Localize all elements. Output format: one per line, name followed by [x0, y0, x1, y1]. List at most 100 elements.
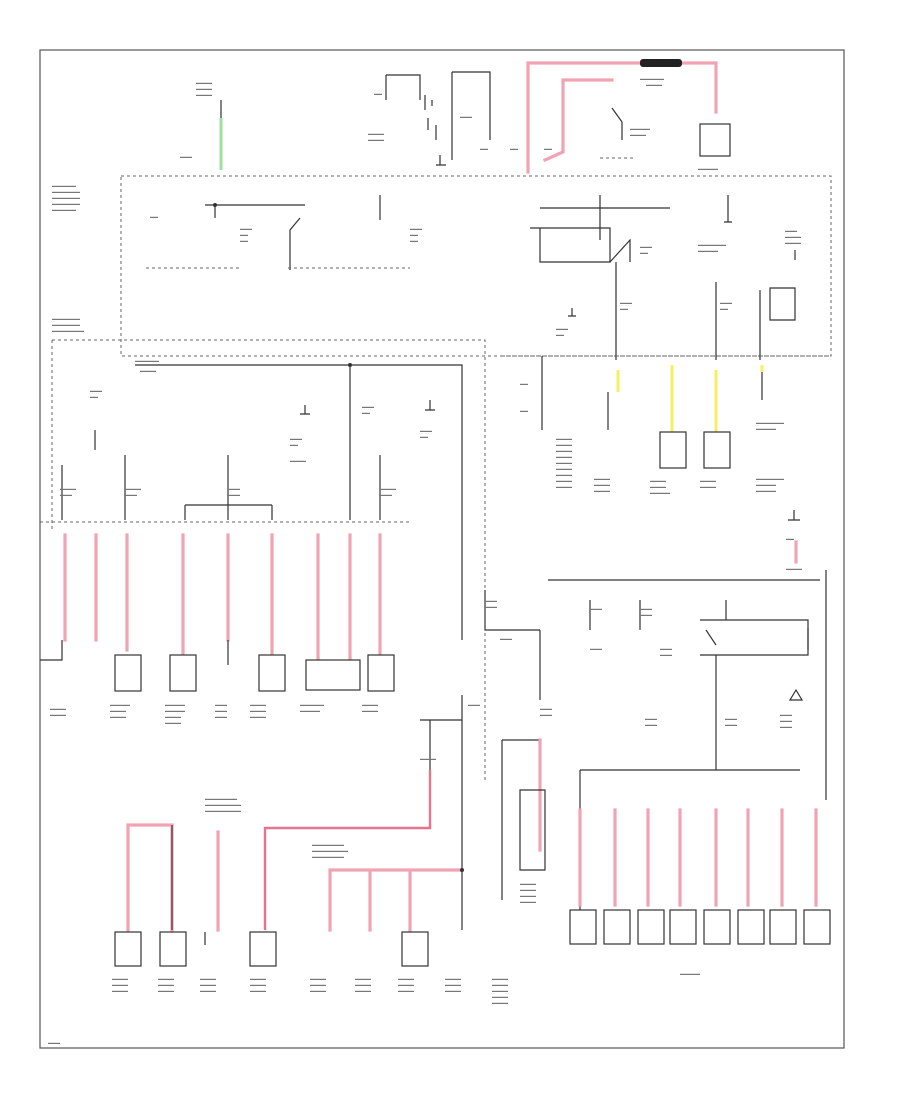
- svg-text:▬▬: ▬▬: [90, 394, 98, 399]
- svg-text:▬▬: ▬▬: [150, 214, 158, 219]
- svg-text:▬▬▬▬: ▬▬▬▬: [520, 899, 536, 904]
- svg-text:▬▬▬: ▬▬▬: [240, 226, 252, 231]
- svg-text:▬▬▬▬: ▬▬▬▬: [112, 982, 128, 987]
- svg-text:▬▬▬▬: ▬▬▬▬: [650, 478, 666, 483]
- svg-text:▬▬▬: ▬▬▬: [725, 716, 737, 721]
- svg-text:▬▬: ▬▬: [420, 434, 428, 439]
- svg-text:▬▬▬: ▬▬▬: [228, 486, 240, 491]
- svg-text:▬▬▬▬: ▬▬▬▬: [420, 756, 436, 761]
- svg-text:▬▬▬: ▬▬▬: [780, 712, 792, 717]
- svg-text:▬▬▬▬▬▬▬: ▬▬▬▬▬▬▬: [52, 195, 80, 200]
- svg-text:▬▬▬: ▬▬▬: [290, 436, 302, 441]
- svg-text:▬▬▬▬: ▬▬▬▬: [594, 476, 610, 481]
- svg-text:▬▬▬▬: ▬▬▬▬: [520, 881, 536, 886]
- svg-text:▬▬▬: ▬▬▬: [725, 722, 737, 727]
- svg-text:▬▬▬▬: ▬▬▬▬: [700, 484, 716, 489]
- svg-text:▬▬▬: ▬▬▬: [215, 714, 227, 719]
- svg-text:▬▬▬▬▬▬▬▬: ▬▬▬▬▬▬▬▬: [52, 328, 84, 333]
- svg-text:▬▬▬: ▬▬▬: [620, 300, 632, 305]
- svg-text:▬▬▬▬: ▬▬▬▬: [158, 976, 174, 981]
- svg-text:▬▬: ▬▬: [544, 146, 552, 151]
- svg-text:▬▬▬▬▬: ▬▬▬▬▬: [650, 490, 670, 495]
- top-section: ▬▬▬▬ ▬▬▬▬ ▬▬▬▬ ▬▬▬ ▬▬ ▬▬▬▬ ▬▬▬▬ ▬▬▬ ▬▬ ▬…: [52, 59, 832, 360]
- svg-text:▬▬▬▬: ▬▬▬▬: [200, 976, 216, 981]
- svg-text:▬▬▬▬▬▬▬: ▬▬▬▬▬▬▬: [52, 322, 80, 327]
- svg-text:▬▬▬▬▬▬▬▬▬: ▬▬▬▬▬▬▬▬▬: [312, 848, 348, 853]
- svg-text:▬▬▬▬: ▬▬▬▬: [112, 988, 128, 993]
- svg-text:▬▬▬▬: ▬▬▬▬: [250, 988, 266, 993]
- svg-text:▬▬▬: ▬▬▬: [720, 300, 732, 305]
- svg-text:▬▬▬▬: ▬▬▬▬: [110, 714, 126, 719]
- svg-text:▬▬▬▬▬▬▬▬: ▬▬▬▬▬▬▬▬: [312, 842, 344, 847]
- svg-text:▬▬▬▬▬: ▬▬▬▬▬: [110, 702, 130, 707]
- svg-text:▬▬▬▬: ▬▬▬▬: [556, 436, 572, 441]
- svg-text:▬▬▬▬: ▬▬▬▬: [355, 982, 371, 987]
- svg-text:▬▬▬: ▬▬▬: [215, 708, 227, 713]
- svg-text:▬▬▬▬: ▬▬▬▬: [250, 702, 266, 707]
- svg-text:▬▬▬: ▬▬▬: [640, 244, 652, 249]
- svg-text:▬▬▬▬: ▬▬▬▬: [594, 488, 610, 493]
- svg-text:▬▬▬▬: ▬▬▬▬: [310, 988, 326, 993]
- svg-text:▬▬: ▬▬: [786, 536, 794, 541]
- svg-text:▬▬▬▬▬▬: ▬▬▬▬▬▬: [135, 358, 159, 363]
- svg-text:▬▬▬▬▬: ▬▬▬▬▬: [698, 166, 718, 171]
- svg-text:▬▬▬▬: ▬▬▬▬: [650, 484, 666, 489]
- svg-text:▬▬▬▬: ▬▬▬▬: [520, 887, 536, 892]
- svg-text:▬▬▬: ▬▬▬: [362, 404, 374, 409]
- svg-text:▬▬▬▬: ▬▬▬▬: [398, 982, 414, 987]
- svg-text:▬▬▬▬: ▬▬▬▬: [158, 988, 174, 993]
- svg-text:▬▬▬▬: ▬▬▬▬: [556, 442, 572, 447]
- svg-text:▬▬▬: ▬▬▬: [125, 492, 137, 497]
- svg-text:▬▬: ▬▬: [290, 442, 298, 447]
- middle-left-section: ▬▬▬▬▬▬▬ ▬▬▬▬▬▬▬ ▬▬▬▬▬▬▬▬ ▬▬▬▬▬▬ ▬▬▬▬ ▬▬▬…: [40, 316, 486, 780]
- svg-text:▬▬: ▬▬: [520, 381, 528, 386]
- svg-text:▬▬▬▬: ▬▬▬▬: [556, 460, 572, 465]
- svg-text:▬▬▬▬▬: ▬▬▬▬▬: [165, 702, 185, 707]
- svg-text:▬▬▬▬: ▬▬▬▬: [556, 454, 572, 459]
- svg-text:▬▬▬▬: ▬▬▬▬: [594, 482, 610, 487]
- svg-text:▬▬▬▬▬: ▬▬▬▬▬: [756, 482, 776, 487]
- svg-text:▬▬▬▬: ▬▬▬▬: [50, 706, 66, 711]
- svg-text:▬▬▬: ▬▬▬: [485, 604, 497, 609]
- svg-text:▬▬▬▬: ▬▬▬▬: [380, 486, 396, 491]
- svg-text:▬▬▬: ▬▬▬: [215, 702, 227, 707]
- svg-text:▬▬▬▬: ▬▬▬▬: [355, 988, 371, 993]
- svg-text:▬▬▬: ▬▬▬: [660, 652, 672, 657]
- svg-text:▬▬▬▬: ▬▬▬▬: [700, 478, 716, 483]
- svg-text:▬▬: ▬▬: [240, 232, 248, 237]
- svg-text:▬▬▬▬▬▬▬: ▬▬▬▬▬▬▬: [52, 201, 80, 206]
- coil-wire-a: [126, 823, 174, 932]
- svg-text:▬▬▬▬: ▬▬▬▬: [165, 720, 181, 725]
- svg-text:▬▬▬: ▬▬▬: [640, 606, 652, 611]
- svg-text:▬▬▬: ▬▬▬: [540, 712, 552, 717]
- svg-text:▬▬▬▬: ▬▬▬▬: [196, 92, 212, 97]
- svg-text:▬▬▬▬▬▬▬: ▬▬▬▬▬▬▬: [52, 189, 80, 194]
- svg-text:▬▬▬▬: ▬▬▬▬: [445, 988, 461, 993]
- svg-text:▬▬▬▬: ▬▬▬▬: [556, 478, 572, 483]
- svg-text:▬▬▬: ▬▬▬: [60, 492, 72, 497]
- svg-text:▬▬: ▬▬: [556, 332, 564, 337]
- svg-text:▬▬▬▬▬▬▬▬▬: ▬▬▬▬▬▬▬▬▬: [205, 802, 241, 807]
- svg-text:▬▬▬▬▬▬: ▬▬▬▬▬▬: [640, 76, 664, 81]
- svg-text:▬▬▬▬▬▬: ▬▬▬▬▬▬: [52, 183, 76, 188]
- svg-text:▬▬▬: ▬▬▬: [780, 718, 792, 723]
- svg-text:▬▬▬▬: ▬▬▬▬: [362, 708, 378, 713]
- svg-text:▬▬▬: ▬▬▬: [660, 646, 672, 651]
- middle-right-section: ▬▬ ▬▬ ▬▬▬▬ ▬▬▬▬ ▬▬▬▬ ▬▬▬▬ ▬▬▬▬ ▬▬▬▬ ▬▬▬▬…: [520, 356, 802, 571]
- svg-text:▬▬▬▬▬▬▬▬: ▬▬▬▬▬▬▬▬: [312, 854, 344, 859]
- svg-text:▬▬▬: ▬▬▬: [460, 114, 472, 119]
- svg-text:▬▬: ▬▬: [410, 238, 418, 243]
- svg-text:▬▬▬▬: ▬▬▬▬: [556, 484, 572, 489]
- svg-text:▬▬▬▬: ▬▬▬▬: [368, 131, 384, 136]
- svg-text:▬▬▬: ▬▬▬: [785, 228, 797, 233]
- svg-text:▬▬▬▬: ▬▬▬▬: [250, 982, 266, 987]
- svg-text:▬▬▬: ▬▬▬: [540, 706, 552, 711]
- svg-text:▬▬▬▬: ▬▬▬▬: [250, 708, 266, 713]
- svg-text:▬▬▬▬: ▬▬▬▬: [60, 486, 76, 491]
- svg-text:▬▬▬: ▬▬▬: [590, 606, 602, 611]
- svg-text:▬▬▬▬: ▬▬▬▬: [492, 994, 508, 999]
- svg-text:▬▬: ▬▬: [362, 410, 370, 415]
- svg-text:▬▬▬: ▬▬▬: [645, 722, 657, 727]
- svg-text:▬▬▬▬: ▬▬▬▬: [630, 132, 646, 137]
